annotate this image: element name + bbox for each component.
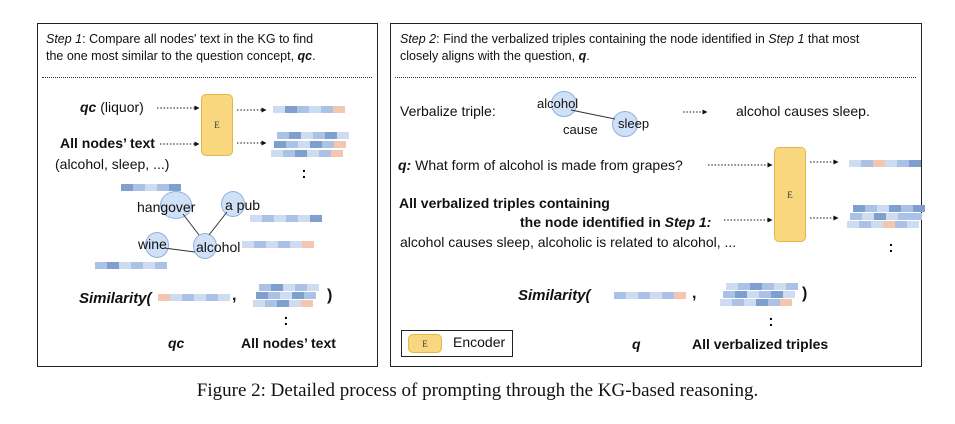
similarity-close-right: ): [802, 285, 808, 302]
bottom-label-q: q: [632, 336, 641, 352]
bottom-label-qc: qc: [168, 335, 185, 351]
similarity-q-vector: [614, 292, 686, 299]
graph-node-alcohol: [193, 233, 217, 259]
similarity-node-vector: [256, 292, 316, 299]
step1-panel: [37, 23, 378, 367]
step2-description: Step 2: Find the verbalized triples cont…: [400, 31, 859, 48]
similarity-comma-left: ,: [232, 287, 237, 304]
step2-end: .: [586, 49, 590, 63]
question-symbol: q:: [398, 157, 412, 173]
similarity-close-left: ): [327, 287, 333, 304]
triples-examples: alcohol causes sleep, alcoholic is relat…: [400, 234, 737, 250]
qc-liquor-label: qc (liquor): [80, 99, 144, 115]
similarity-node-vector: [259, 284, 319, 291]
graph-node-wine: [145, 232, 169, 258]
triple-node-alcohol: [551, 91, 577, 117]
step2-text-a: : Find the verbalized triples containing…: [436, 32, 769, 46]
encoder-box-left: E: [201, 94, 233, 156]
step2-ref: Step 1: [768, 32, 805, 46]
edge-pub-alcohol: [208, 211, 228, 236]
edge-wine-alcohol: [163, 247, 196, 253]
graph-label-alcohol: alcohol: [196, 239, 241, 255]
hangover-embedding-vector: [121, 184, 181, 191]
qc-concept: (liquor): [96, 99, 144, 115]
graph-label-a-pub: a pub: [225, 197, 261, 213]
graph-label-hangover: hangover: [137, 199, 196, 215]
triples-label-ref: Step 1:: [664, 214, 712, 230]
all-nodes-example: (alcohol, sleep, ...): [55, 156, 170, 172]
similarity-label-right: Similarity(: [518, 287, 591, 304]
step1-text-line2: the one most similar to the question con…: [46, 49, 298, 63]
step2-text-b: that most: [804, 32, 860, 46]
bottom-label-all-nodes: All nodes’ text: [241, 335, 336, 351]
legend-encoder-swatch: E: [408, 334, 442, 353]
similarity-triple-vector: [726, 283, 798, 290]
verbalize-label: Verbalize triple:: [400, 103, 496, 119]
step1-text-line1: : Compare all nodes' text in the KG to f…: [82, 32, 314, 46]
step2-q: q: [578, 49, 587, 63]
triple-embedding-vector: [850, 213, 922, 220]
step1-qc: qc: [297, 49, 313, 63]
graph-node-hangover: [160, 191, 192, 219]
node-embedding-vector: [277, 132, 349, 139]
graph-node-a-pub: [221, 191, 245, 217]
more-vectors-ellipsis: ..: [302, 159, 306, 181]
more-triples-ellipsis: ..: [889, 233, 893, 255]
similarity-triple-vector: [720, 299, 792, 306]
triple-sentence: alcohol causes sleep.: [736, 103, 870, 119]
triple-embedding-vector: [847, 221, 919, 228]
graph-label-wine: wine: [138, 236, 167, 252]
triples-label-text: the node identified in: [520, 214, 665, 230]
wine-embedding-vector: [95, 262, 167, 269]
similarity-comma-right: ,: [692, 285, 697, 302]
step2-text-line2: closely aligns with the question,: [400, 49, 579, 63]
similarity-ellipsis-right: ..: [769, 307, 773, 329]
triple-tail-label: sleep: [618, 116, 650, 131]
encoder-box-right: E: [774, 147, 806, 242]
node-embedding-vector: [271, 150, 343, 157]
qc-symbol: qc: [80, 99, 97, 115]
alcohol-embedding-vector: [242, 241, 314, 248]
all-nodes-label: All nodes’ text: [60, 135, 155, 151]
step2-label: Step 2: [400, 32, 437, 46]
q-embedding-vector: [849, 160, 921, 167]
figure-caption: Figure 2: Detailed process of prompting …: [196, 380, 759, 401]
step1-description: Step 1: Compare all nodes' text in the K…: [46, 31, 313, 48]
bottom-label-all-triples: All verbalized triples: [692, 336, 829, 352]
triple-embedding-vector: [853, 205, 925, 212]
triples-label-line1: All verbalized triples containing: [399, 195, 610, 211]
question-text: q: What form of alcohol is made from gra…: [398, 157, 683, 173]
step1-description-line2: the one most similar to the question con…: [46, 48, 316, 65]
step1-end: .: [312, 49, 316, 63]
node-embedding-vector: [274, 141, 346, 148]
step1-separator: [42, 77, 372, 78]
question-body: What form of alcohol is made from grapes…: [411, 157, 683, 173]
triple-relation-label: cause: [563, 122, 598, 137]
legend-encoder-label: Encoder: [453, 334, 506, 350]
similarity-node-vector: [253, 300, 313, 307]
similarity-ellipsis-left: ..: [284, 306, 288, 328]
step2-description-line2: closely aligns with the question, q.: [400, 48, 590, 65]
qc-embedding-vector: [273, 106, 345, 113]
triple-node-sleep: [612, 111, 638, 137]
step2-panel: [390, 23, 922, 367]
similarity-qc-vector: [158, 294, 230, 301]
triples-label-line2: the node identified in Step 1:: [520, 214, 711, 230]
a-pub-embedding-vector: [250, 215, 322, 222]
similarity-label-left: Similarity(: [79, 290, 152, 307]
edge-hangover-alcohol: [182, 213, 200, 236]
triple-head-label: alcohol: [537, 96, 579, 111]
similarity-triple-vector: [723, 291, 795, 298]
graph-edges: [163, 109, 616, 253]
step2-separator: [395, 77, 916, 78]
step1-label: Step 1: [46, 32, 83, 46]
edge-alcohol-sleep: [570, 109, 616, 120]
